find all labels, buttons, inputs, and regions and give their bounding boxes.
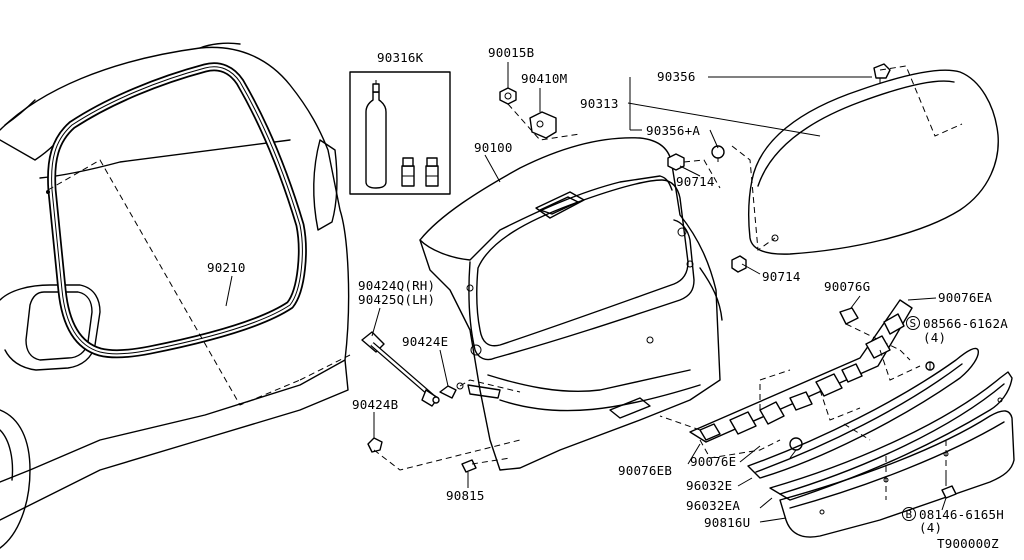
label-90815: 90815 [446, 488, 485, 503]
symbol-circle-b [902, 507, 916, 521]
label-90076E: 90076E [690, 454, 736, 469]
label-96032EA: 96032EA [686, 498, 740, 513]
leader-lines [225, 76, 937, 313]
label-08146: 08146-6165H [919, 507, 1004, 522]
symbol-circle-s [906, 316, 920, 330]
label-90100: 90100 [474, 140, 513, 155]
label-90424B: 90424B [352, 397, 398, 412]
diagram-id: T900000Z [937, 536, 999, 551]
screw-08566 [925, 361, 935, 371]
reference-lines-body [46, 159, 351, 406]
leader-lines-lower [687, 443, 947, 523]
label-90714-lower: 90714 [762, 269, 801, 284]
gas-stay-90424Q [361, 307, 440, 407]
reference-line-striker [507, 103, 581, 141]
bumper-90714-upper [667, 153, 721, 189]
bumper-90815 [461, 457, 511, 488]
part-labels: 90316K 90015B 90410M 90356 90313 90356+A… [207, 45, 1008, 551]
reference-line-stud-e [459, 379, 521, 393]
finisher-96032EA [769, 371, 1013, 501]
symbol-b: B [906, 508, 913, 521]
label-90076EA: 90076EA [938, 290, 992, 305]
label-90714-upper: 90714 [676, 174, 715, 189]
clip-90356 [873, 63, 891, 84]
label-90356A: 90356+A [646, 123, 700, 138]
label-90424Q: 90424Q(RH) [358, 278, 435, 293]
garnish-bracket-90076EA [689, 299, 913, 443]
label-90313: 90313 [580, 96, 619, 111]
label-90316K: 90316K [377, 50, 424, 65]
label-90015B: 90015B [488, 45, 534, 60]
label-90410M: 90410M [521, 71, 567, 86]
label-96032E: 96032E [686, 478, 732, 493]
label-90425Q: 90425Q(LH) [358, 292, 435, 307]
striker-90410M [529, 88, 557, 139]
label-90210: 90210 [207, 260, 246, 275]
symbol-s: S [910, 317, 917, 330]
weatherstrip-90210 [47, 62, 307, 359]
screw-08146 [941, 476, 957, 499]
glass-reference-lines [731, 65, 963, 251]
clip-90076G [839, 307, 911, 361]
label-90076G: 90076G [824, 279, 870, 294]
label-08566: 08566-6162A [923, 316, 1008, 331]
label-08566-qty: (4) [923, 330, 946, 345]
label-08146-qty: (4) [919, 520, 942, 535]
label-90424E: 90424E [402, 334, 448, 349]
ball-stud-90424E [439, 349, 464, 399]
garnish-90816U [779, 397, 1015, 538]
reference-line-stud [373, 439, 521, 471]
finisher-96032E [747, 347, 979, 479]
bumper-90714-lower [731, 255, 761, 275]
label-90356: 90356 [657, 69, 696, 84]
back-window-glass-90313 [747, 69, 999, 255]
sealant-kit-90316K [349, 71, 451, 195]
ball-stud-90424B [367, 412, 383, 453]
label-90816U: 90816U [704, 515, 750, 530]
clip-90356A [711, 145, 725, 162]
label-90076EB: 90076EB [618, 463, 672, 478]
back-door-90100 [419, 137, 723, 471]
nut-90015B [499, 62, 517, 105]
